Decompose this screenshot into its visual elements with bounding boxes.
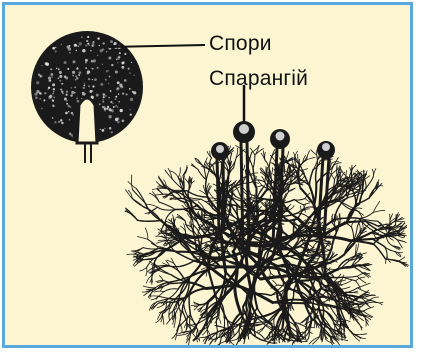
- sporangium-closeup: [31, 31, 143, 163]
- spores-label: Спори: [209, 33, 272, 54]
- sporangium-label: Спарангій: [209, 68, 308, 89]
- diagram-frame: Спори Спарангій: [2, 2, 413, 348]
- mycelium: [125, 145, 408, 345]
- mold-illustration: [5, 5, 413, 348]
